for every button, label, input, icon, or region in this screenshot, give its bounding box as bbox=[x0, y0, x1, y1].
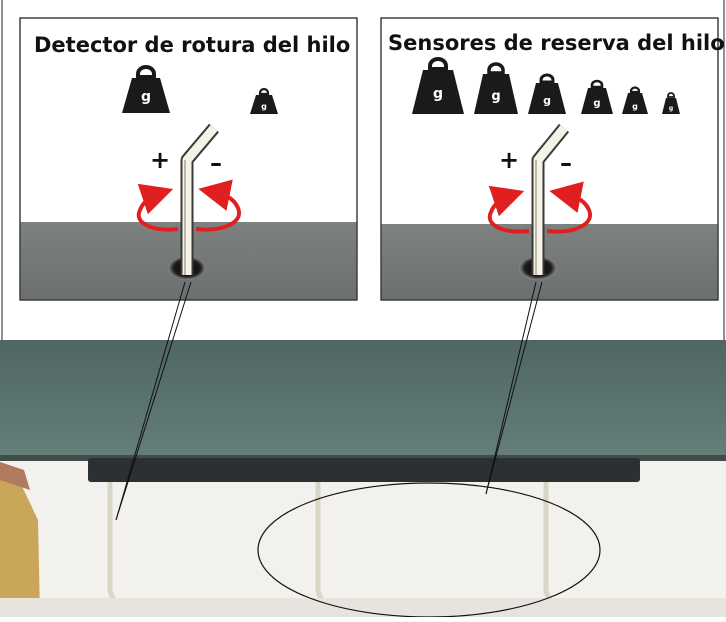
leader-line-left-b bbox=[115, 281, 192, 521]
machine-photo bbox=[0, 340, 726, 618]
rotation-arrow-icon bbox=[136, 179, 242, 232]
svg-text:g: g bbox=[491, 89, 500, 104]
svg-text:g: g bbox=[433, 86, 443, 102]
svg-text:g: g bbox=[543, 94, 551, 107]
weight-icon: g bbox=[474, 62, 518, 114]
machine-lower-area bbox=[0, 458, 726, 617]
plus-sign: + bbox=[150, 146, 170, 174]
weight-icon: g bbox=[662, 92, 680, 114]
hex-key-icon bbox=[180, 123, 219, 275]
leader-lines bbox=[115, 281, 543, 521]
panel-left: Detector de rotura del hilo g g + – bbox=[19, 17, 358, 301]
weight-icon: g bbox=[622, 86, 648, 114]
weight-icon: g bbox=[122, 65, 170, 113]
leader-line-right-a bbox=[485, 281, 537, 495]
bracket bbox=[0, 470, 40, 617]
minus-sign: – bbox=[560, 149, 572, 177]
weight-icon: g bbox=[528, 73, 566, 114]
plus-sign: + bbox=[499, 146, 519, 174]
svg-text:g: g bbox=[632, 102, 638, 111]
sensor-bar bbox=[88, 458, 640, 482]
weight-icon: g bbox=[250, 87, 278, 114]
weight-icon: g bbox=[412, 57, 464, 114]
panel-right: Sensores de reserva del hilo g g g g g bbox=[380, 17, 725, 301]
svg-text:g: g bbox=[261, 102, 267, 111]
bracket-top bbox=[0, 462, 30, 490]
hex-key-icon bbox=[531, 123, 570, 275]
leader-line-left-a bbox=[115, 281, 186, 521]
leader-line-right-b bbox=[485, 281, 543, 495]
machine-top-plate bbox=[0, 340, 726, 465]
panel-right-title: Sensores de reserva del hilo bbox=[388, 31, 725, 55]
rotation-arrow-icon bbox=[487, 181, 593, 234]
weight-icon: g bbox=[581, 79, 613, 114]
machine-base bbox=[0, 598, 726, 617]
svg-text:g: g bbox=[593, 98, 600, 109]
minus-sign: – bbox=[210, 149, 222, 177]
svg-text:g: g bbox=[669, 105, 673, 112]
panel-left-title: Detector de rotura del hilo bbox=[34, 33, 350, 57]
svg-text:g: g bbox=[141, 89, 151, 105]
